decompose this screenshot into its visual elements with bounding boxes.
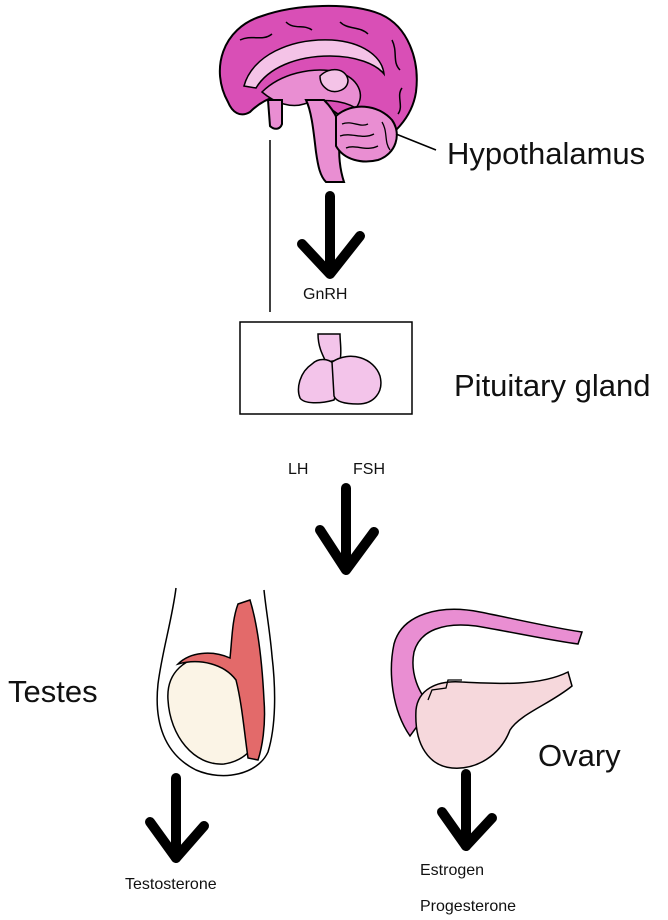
brain-hypothalamus-lobe [268, 100, 282, 129]
label-estrogen: Estrogen [420, 862, 484, 880]
pituitary-posterior-lobe [332, 356, 381, 404]
label-pituitary-gland: Pituitary gland [454, 368, 650, 404]
arrow-lh-fsh [320, 488, 374, 570]
arrow-testosterone [150, 778, 204, 858]
pituitary-anterior-lobe [299, 360, 338, 403]
label-hypothalamus: Hypothalamus [447, 136, 645, 172]
label-fsh: FSH [353, 461, 385, 479]
label-testes: Testes [8, 674, 98, 710]
arrow-gnrh [302, 196, 360, 274]
pituitary-gland-illustration [299, 334, 381, 404]
label-ovary: Ovary [538, 738, 621, 774]
testis-illustration [157, 588, 274, 776]
pituitary-stalk [318, 334, 341, 362]
hypothalamus-pointer [396, 134, 436, 150]
label-testosterone: Testosterone [125, 876, 217, 894]
arrow-estrogen [442, 774, 492, 846]
brain-illustration [220, 6, 436, 182]
label-lh: LH [288, 461, 308, 479]
label-progesterone: Progesterone [420, 898, 516, 916]
label-gnrh: GnRH [303, 286, 347, 304]
brain-cerebellum [336, 107, 397, 162]
